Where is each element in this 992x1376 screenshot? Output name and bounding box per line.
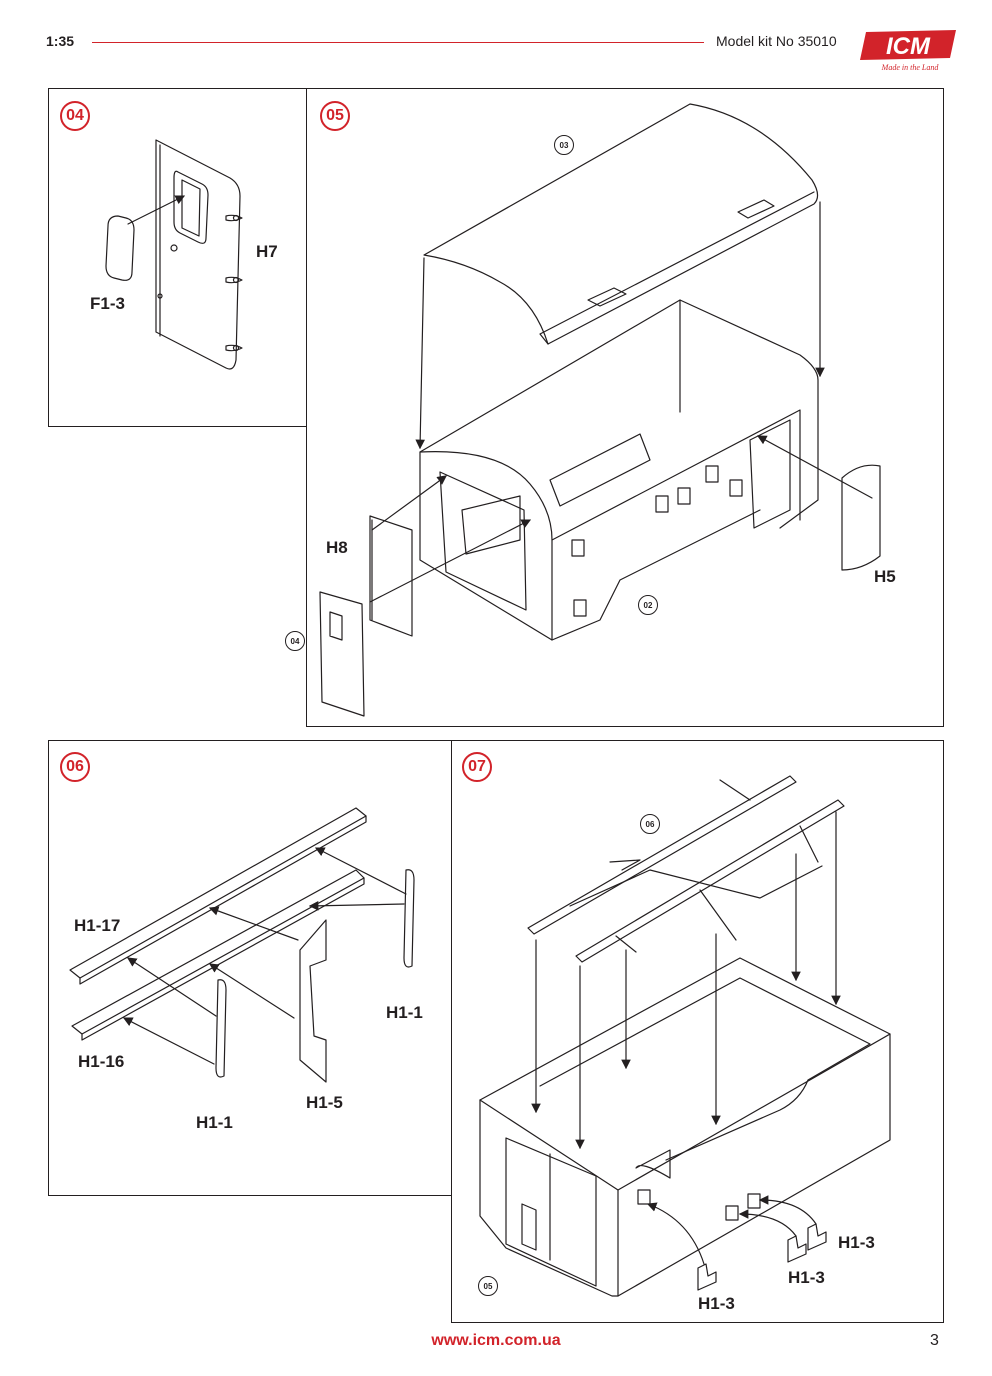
part-label-f1-3: F1-3	[90, 294, 125, 313]
ref-step-02: 02	[638, 595, 658, 615]
part-label-h8: H8	[326, 538, 348, 557]
step-06-panel	[48, 740, 452, 1196]
step-number-04: 04	[60, 101, 90, 131]
step-06-rack-drawing	[69, 807, 415, 1083]
step-number-05: 05	[320, 101, 350, 131]
svg-text:ICM: ICM	[886, 33, 931, 60]
part-label-h1-16: H1-16	[78, 1052, 125, 1071]
step-number-07: 07	[462, 752, 492, 782]
kit-number: Model kit No 35010	[716, 33, 837, 49]
part-label-h7: H7	[256, 242, 278, 261]
part-label-h5: H5	[874, 567, 896, 586]
part-label-h1-17: H1-17	[74, 916, 121, 935]
icm-logo: ICM Made in the Land	[860, 30, 956, 72]
ref-step-04: 04	[285, 631, 305, 651]
header-rule	[92, 42, 704, 43]
part-label-h1-3-c: H1-3	[698, 1294, 735, 1313]
footer-url[interactable]: www.icm.com.ua	[431, 1332, 561, 1349]
ref-step-05: 05	[478, 1276, 498, 1296]
step-07-assembly-drawing	[479, 775, 891, 1297]
door-hinges	[225, 214, 243, 352]
part-label-h1-1-left: H1-1	[196, 1113, 233, 1132]
step-07-panel	[451, 740, 944, 1323]
svg-text:Made in the Land: Made in the Land	[881, 63, 940, 72]
part-label-h1-3-a: H1-3	[838, 1233, 875, 1252]
scale-label: 1:35	[46, 33, 75, 49]
part-label-h1-3-b: H1-3	[788, 1268, 825, 1287]
part-label-h1-5: H1-5	[306, 1093, 343, 1112]
ref-step-06: 06	[640, 814, 660, 834]
ref-step-03: 03	[554, 135, 574, 155]
step-04-door-drawing	[105, 139, 243, 370]
step-number-06: 06	[60, 752, 90, 782]
step-04-panel	[48, 88, 307, 427]
part-label-h1-1-right: H1-1	[386, 1003, 423, 1022]
page-number: 3	[930, 1332, 939, 1349]
step-05-cabin-drawing	[319, 103, 881, 717]
